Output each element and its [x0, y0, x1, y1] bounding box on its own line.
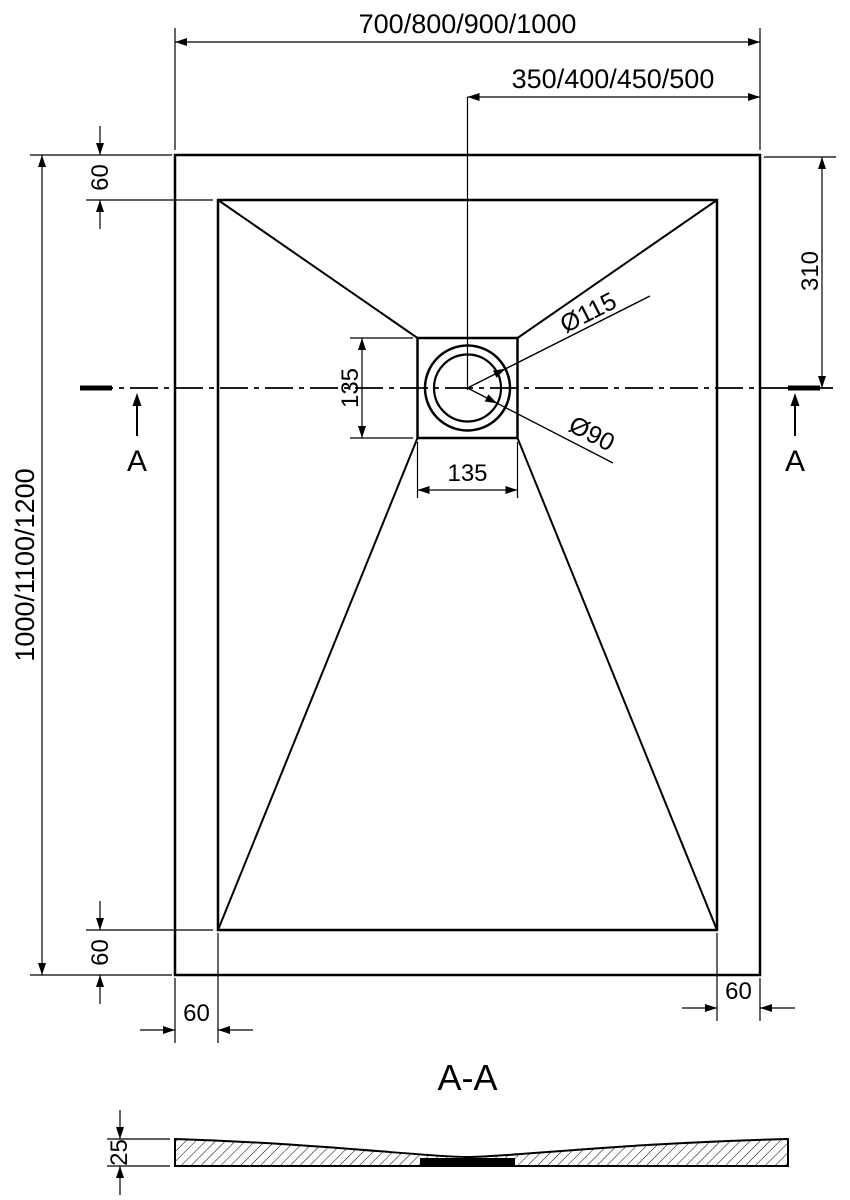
dim-drain-center-from-top-label: 310: [797, 251, 824, 291]
dim-thickness-label: 25: [106, 1139, 133, 1166]
dim-drain-square-width-label: 135: [447, 460, 487, 487]
dim-drain-square-height-label: 135: [337, 368, 364, 408]
dim-bottom-rim: [86, 901, 213, 1004]
dim-top-rim: [86, 126, 213, 229]
drain-hole-diameter-callout: Ø90: [467, 387, 619, 464]
section-cut-end-right: [788, 385, 820, 391]
section-title: A-A: [437, 1057, 497, 1098]
plan-view: A A 700/800/900/1000 350/400/450/500: [10, 9, 836, 1043]
dim-left-rim-label: 60: [183, 1000, 210, 1027]
section-marker-left: A: [127, 393, 147, 478]
section-marker-right: A: [785, 393, 805, 478]
dim-right-rim-label: 60: [725, 978, 752, 1005]
dim-drain-flange-diameter-label: Ø115: [556, 287, 622, 339]
dim-drain-hole-diameter-label: Ø90: [564, 411, 619, 458]
dim-drain-square-height: [350, 337, 413, 439]
section-profile: [174, 1137, 789, 1167]
section-letter-right: A: [785, 445, 805, 478]
dim-drain-square-width: [416, 442, 519, 498]
dim-bottom-rim-label: 60: [87, 939, 114, 966]
dim-overall-width: [174, 28, 761, 150]
dim-thickness: [107, 1110, 170, 1195]
dim-overall-length-label: 1000/1100/1200: [10, 468, 40, 661]
leader-arrow-icon: [484, 394, 498, 404]
basin-slope-lines: [217, 199, 718, 931]
section-arrow-right-icon: [790, 393, 800, 406]
section-arrow-left-icon: [132, 393, 142, 406]
leader-arrow-icon: [492, 368, 506, 378]
section-cut-end-left: [80, 385, 112, 391]
section-view: A-A 25: [106, 1057, 789, 1195]
dim-right-rim: [682, 933, 795, 1021]
dim-drain-center-from-right-label: 350/400/450/500: [512, 64, 715, 94]
dim-drain-center-from-right: [466, 93, 760, 390]
dim-top-rim-label: 60: [87, 164, 114, 191]
dim-overall-length: [30, 154, 172, 976]
dim-drain-center-from-top: [764, 156, 836, 388]
dim-overall-width-label: 700/800/900/1000: [359, 9, 577, 39]
section-drain-mark: [420, 1158, 515, 1165]
section-letter-left: A: [127, 445, 147, 478]
dim-left-rim: [140, 933, 253, 1043]
